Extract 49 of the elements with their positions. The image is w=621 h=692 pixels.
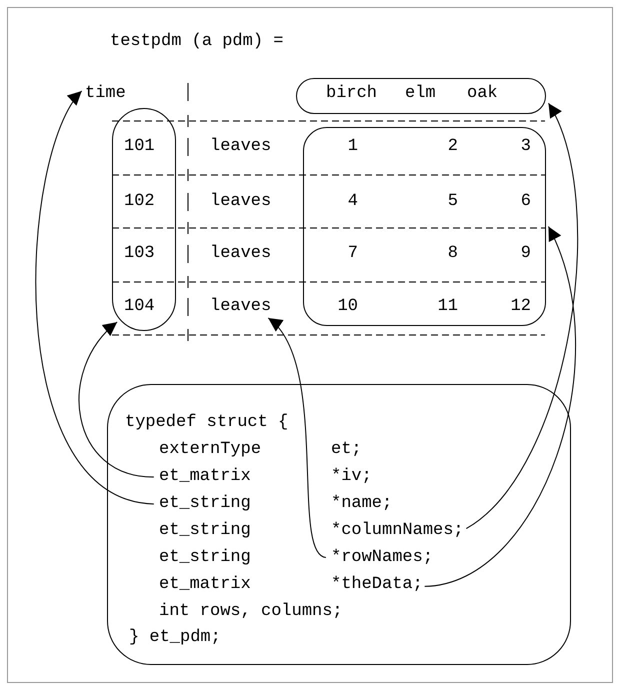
row-label-text: 104 [124, 297, 155, 317]
code-text: typedef struct { [125, 413, 288, 432]
data-value-text: 8 [448, 244, 458, 264]
data-value-text: 9 [520, 244, 531, 264]
code-text: et_string [159, 521, 252, 541]
data-value-text: 11 [438, 297, 458, 317]
row-labels-outline [112, 108, 176, 331]
struct-definition-box [107, 384, 571, 665]
code-text: *theData; [331, 575, 423, 594]
row-name-text: leaves [210, 297, 272, 317]
code-text: et_string [159, 548, 252, 568]
data-value-text: 12 [510, 297, 531, 317]
code-text: *rowNames; [331, 548, 434, 567]
data-values-outline [303, 127, 546, 326]
arrow [268, 318, 326, 558]
code-text: *columnNames; [331, 521, 464, 540]
column-name-text: oak [467, 84, 498, 104]
arrow [466, 102, 578, 530]
code-text: et; [331, 440, 362, 459]
arrow [424, 226, 576, 587]
column-name-text: birch [326, 84, 378, 104]
row-label-text: 101 [124, 137, 155, 157]
title-text: testpdm (a pdm) = [110, 32, 284, 52]
row-label-text: 102 [124, 192, 155, 212]
code-text: et_matrix [159, 467, 252, 487]
row-name-text: leaves [210, 137, 272, 157]
code-text: } et_pdm; [129, 628, 221, 647]
data-value-text: 6 [520, 192, 531, 212]
row-name-text: leaves [210, 244, 272, 264]
arrow [78, 322, 154, 478]
data-value-text: 1 [348, 137, 358, 157]
column-names-outline [296, 78, 546, 114]
data-value-text: 2 [448, 137, 458, 157]
data-value-text: 10 [338, 297, 358, 317]
data-value-text: 7 [348, 244, 358, 264]
code-text: *iv; [331, 467, 372, 486]
data-value-text: 5 [448, 192, 458, 212]
code-text: *name; [331, 494, 392, 513]
column-name-text: elm [405, 84, 436, 104]
code-text: et_matrix [159, 575, 252, 595]
column-header-text: time [85, 84, 126, 104]
code-text: int rows, columns; [159, 602, 343, 621]
data-value-text: 3 [520, 137, 531, 157]
data-value-text: 4 [348, 192, 358, 212]
arrow [35, 90, 154, 504]
code-text: et_string [159, 494, 252, 514]
row-name-text: leaves [210, 192, 272, 212]
row-label-text: 103 [124, 244, 155, 264]
code-text: externType [159, 440, 262, 460]
